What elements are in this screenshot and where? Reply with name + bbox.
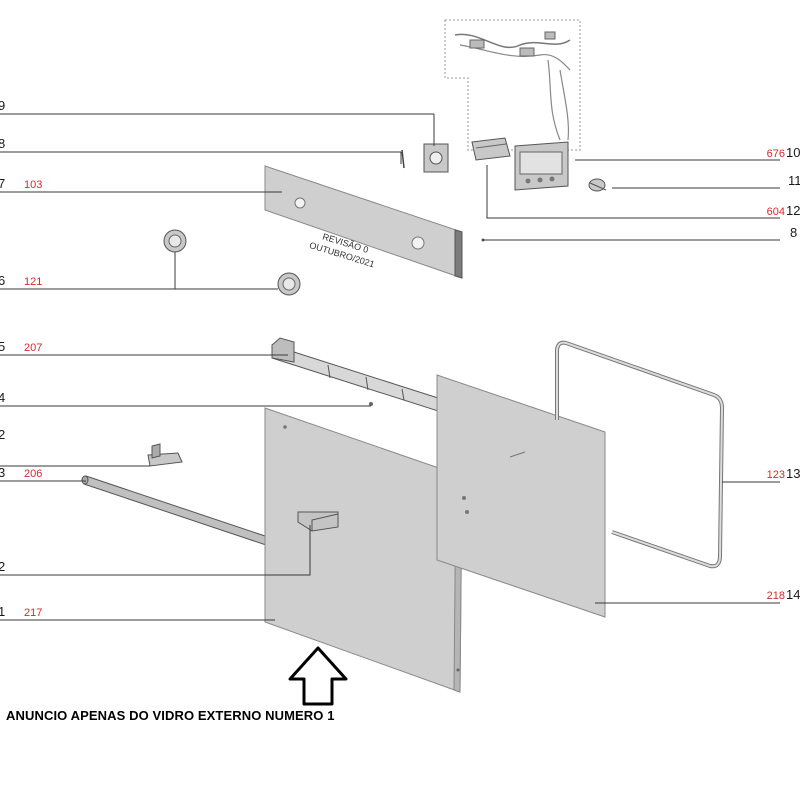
callout-code: 206	[24, 468, 42, 480]
hinge-part	[297, 511, 339, 532]
callout-number: 7	[0, 176, 5, 191]
callout-code: 217	[24, 607, 42, 619]
callout-code: 121	[24, 276, 42, 288]
callout-code: 103	[24, 179, 42, 191]
hinge-part	[147, 443, 183, 467]
callout-labels-right: 676 10 11 604 12 8 123 13 218 14	[767, 145, 800, 602]
callout-number: 5	[0, 339, 5, 354]
control-panel-bar	[264, 165, 463, 279]
callout-number: 14	[786, 587, 800, 602]
up-arrow-icon	[288, 646, 348, 706]
callout-number: 12	[786, 203, 800, 218]
door-handle-bar	[81, 475, 269, 546]
wiring-harness-group	[444, 19, 581, 151]
callout-code: 123	[767, 469, 785, 481]
door-gasket	[555, 340, 725, 569]
callout-number: 4	[0, 390, 5, 405]
callout-number: 8	[790, 225, 797, 240]
callout-number: 2	[0, 559, 5, 574]
callout-number: 11	[788, 173, 800, 188]
callout-labels-left: 9 8 7 103 6 121 5 207 4 2 3 206 2 1 217	[0, 98, 42, 619]
inner-glass-panel	[436, 374, 606, 618]
callout-number: 13	[786, 466, 800, 481]
callout-code: 218	[767, 590, 785, 602]
callout-code: 676	[767, 148, 785, 160]
callout-code: 604	[767, 206, 785, 218]
caption: ANUNCIO APENAS DO VIDRO EXTERNO NUMERO 1	[6, 708, 335, 723]
connector-block	[471, 137, 511, 161]
sensor-part	[588, 178, 607, 192]
outer-glass-panel	[264, 407, 466, 693]
control-module	[514, 141, 569, 191]
bracket-plate	[423, 143, 449, 173]
callout-number: 8	[0, 136, 5, 151]
callout-number: 2	[0, 427, 5, 442]
callout-number: 6	[0, 273, 5, 288]
callout-number: 10	[786, 145, 800, 160]
leader-lines	[0, 113, 780, 621]
pin	[369, 402, 373, 406]
callout-number: 3	[0, 465, 5, 480]
door-top-profile	[271, 337, 461, 421]
callout-code: 207	[24, 342, 42, 354]
knob	[163, 229, 187, 253]
knob	[277, 272, 301, 296]
callout-number: 9	[0, 98, 5, 113]
callout-number: 1	[0, 604, 5, 619]
